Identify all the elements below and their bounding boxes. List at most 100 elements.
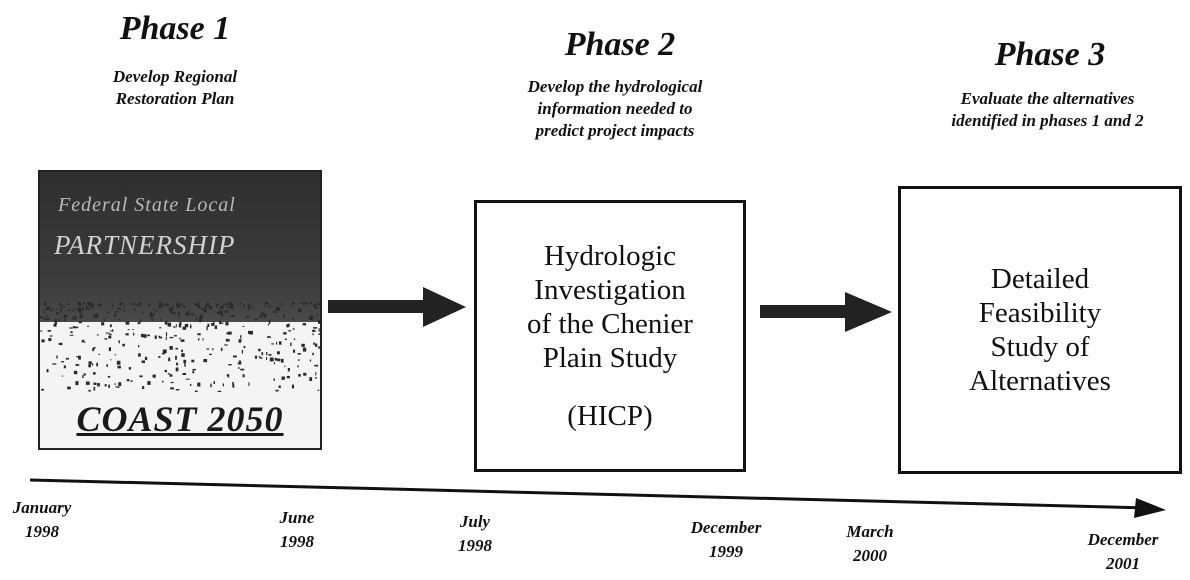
marsh-speckle [211, 322, 215, 326]
marsh-speckle [51, 308, 55, 310]
marsh-speckle [206, 348, 209, 350]
marsh-speckle [147, 334, 150, 337]
marsh-speckle [83, 302, 86, 305]
marsh-speckle [261, 352, 264, 356]
marsh-speckle [238, 360, 242, 364]
marsh-speckle [313, 327, 318, 329]
marsh-speckle [241, 349, 243, 354]
timeline-axis [29, 478, 1166, 518]
marsh-speckle [267, 323, 270, 326]
marsh-speckle [209, 306, 213, 310]
marsh-speckle [319, 347, 320, 351]
marsh-speckle [41, 339, 45, 343]
marsh-speckle [290, 305, 292, 307]
marsh-speckle [134, 308, 136, 311]
marsh-speckle [93, 372, 96, 375]
marsh-speckle [266, 357, 268, 360]
marsh-speckle [48, 338, 52, 342]
marsh-speckle [248, 330, 250, 334]
marsh-speckle [40, 316, 44, 319]
marsh-speckle [309, 317, 313, 320]
marsh-speckle [240, 302, 242, 305]
marsh-speckle [302, 347, 307, 352]
marsh-speckle [93, 386, 96, 391]
marsh-speckle [133, 302, 136, 306]
marsh-speckle [153, 313, 156, 315]
phase-1-title: Phase 1 [119, 10, 231, 47]
marsh-speckle [180, 302, 183, 306]
marsh-speckle [165, 303, 169, 307]
marsh-speckle [200, 308, 205, 310]
marsh-speckle [224, 344, 228, 346]
marsh-speckle [74, 326, 79, 329]
marsh-speckle [47, 330, 51, 332]
marsh-speckle [138, 345, 140, 348]
marsh-speckle [173, 335, 177, 337]
marsh-speckle [40, 330, 43, 332]
marsh-speckle [148, 303, 151, 306]
marsh-speckle [107, 375, 111, 378]
marsh-speckle [309, 315, 314, 319]
marsh-speckle [60, 310, 62, 313]
marsh-speckle [290, 342, 292, 346]
marsh-speckle [198, 338, 200, 341]
marsh-speckle [97, 303, 102, 307]
marsh-speckle [158, 356, 161, 358]
marsh-speckle [88, 364, 91, 368]
marsh-speckle [268, 354, 272, 356]
marsh-speckle [288, 323, 290, 327]
marsh-speckle [87, 325, 89, 327]
marsh-speckle [284, 338, 287, 341]
marsh-speckle [180, 339, 185, 342]
marsh-speckle [266, 352, 268, 356]
marsh-speckle [108, 384, 110, 388]
marsh-speckle [140, 333, 144, 338]
marsh-speckle [213, 381, 215, 384]
marsh-speckle [288, 330, 292, 332]
marsh-speckle [225, 322, 229, 326]
marsh-speckle [112, 329, 114, 332]
marsh-speckle [309, 377, 313, 381]
marsh-speckle [144, 356, 148, 361]
marsh-speckle [72, 326, 76, 329]
marsh-speckle [318, 328, 320, 332]
timeline-date-label: June 1998 [262, 506, 332, 554]
marsh-speckle [224, 310, 229, 313]
marsh-speckle [283, 314, 285, 318]
marsh-speckle [96, 334, 99, 336]
marsh-speckle [158, 305, 161, 308]
marsh-speckle [114, 354, 116, 356]
feasibility-study-box: Detailed Feasibility Study of Alternativ… [898, 186, 1182, 474]
phase-3-description: Evaluate the alternatives identified in … [905, 88, 1190, 132]
marsh-speckle [277, 358, 281, 362]
marsh-speckle [293, 338, 296, 340]
marsh-speckle [219, 322, 224, 324]
marsh-speckle [313, 342, 316, 345]
marsh-speckle [185, 378, 190, 380]
marsh-speckle [194, 302, 196, 305]
marsh-speckle [202, 338, 204, 341]
marsh-speckle [238, 367, 240, 369]
hicp-box-acronym: (HICP) [567, 400, 653, 432]
marsh-speckle [225, 338, 230, 342]
marsh-speckle [158, 335, 161, 338]
marsh-speckle [114, 313, 117, 317]
marsh-speckle [309, 359, 312, 362]
marsh-speckle [123, 305, 125, 307]
marsh-speckle [242, 374, 245, 378]
marsh-speckle [172, 311, 176, 314]
marsh-speckle [191, 359, 195, 363]
marsh-speckle [268, 319, 271, 324]
marsh-speckle [259, 357, 263, 359]
marsh-speckle [228, 302, 232, 305]
phase-3-description-line: identified in phases 1 and 2 [951, 111, 1144, 130]
marsh-speckle [45, 315, 49, 317]
marsh-speckle [98, 353, 101, 355]
marsh-speckle [227, 306, 231, 308]
marsh-speckle [61, 375, 64, 377]
marsh-speckle [297, 353, 301, 355]
marsh-speckle [52, 363, 57, 365]
marsh-speckle [65, 303, 70, 305]
timeline-date-label: March 2000 [830, 520, 910, 568]
feasibility-box-line: Alternatives [969, 365, 1111, 397]
